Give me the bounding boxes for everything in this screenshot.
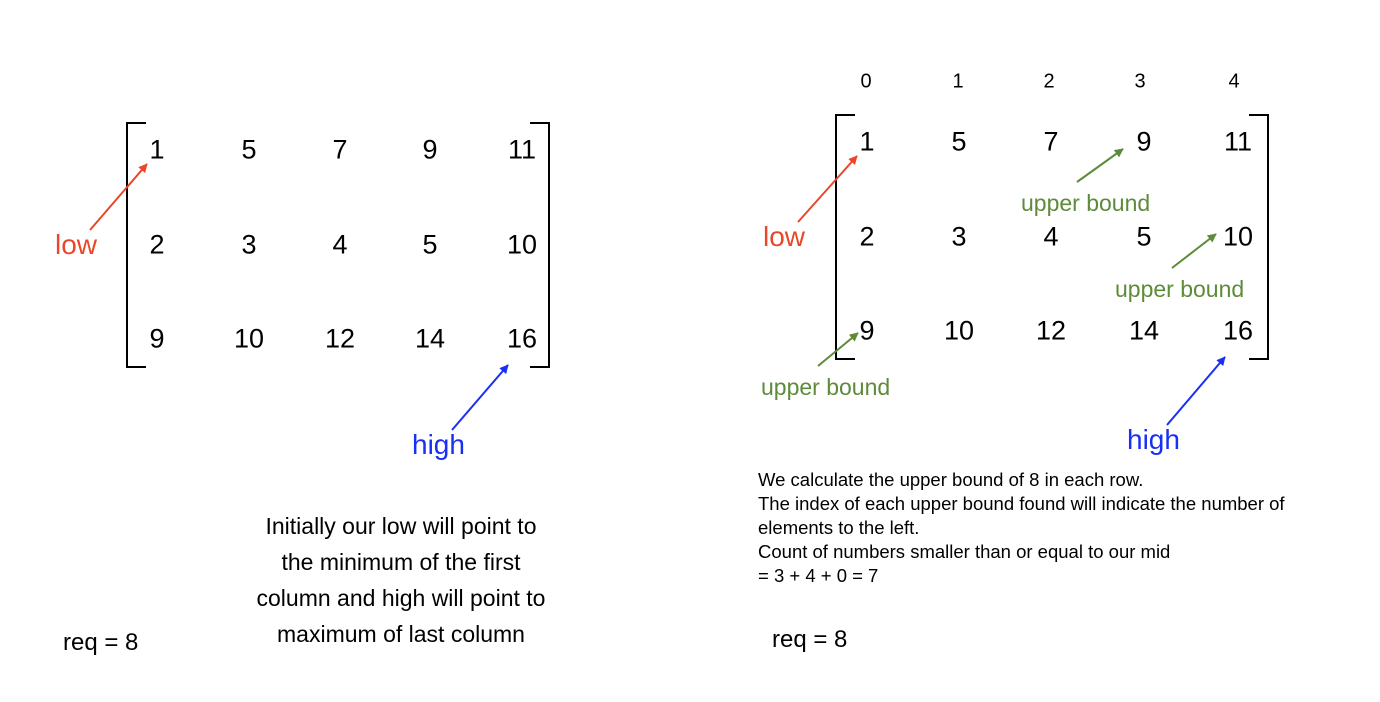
column-index: 0 bbox=[860, 70, 872, 93]
left-matrix-cell: 4 bbox=[332, 229, 348, 260]
left-matrix-cell: 14 bbox=[414, 323, 446, 354]
right-matrix-cell: 12 bbox=[1035, 315, 1067, 346]
left-matrix-cell: 3 bbox=[241, 229, 257, 260]
right-matrix-cell: 4 bbox=[1043, 221, 1059, 252]
right-matrix-cell: 10 bbox=[1222, 221, 1254, 252]
explanation-line: = 3 + 4 + 0 = 7 bbox=[758, 565, 879, 586]
right-matrix-cell: 3 bbox=[951, 221, 967, 252]
right-bracket-right bbox=[1249, 114, 1269, 360]
upper-bound-arrow-row2 bbox=[1171, 233, 1217, 269]
left-matrix-cell: 10 bbox=[506, 229, 538, 260]
explanation-line: Count of numbers smaller than or equal t… bbox=[758, 541, 1171, 562]
left-req-label: req = 8 bbox=[63, 629, 139, 656]
right-low-label: low bbox=[763, 221, 806, 252]
right-matrix-cell: 9 bbox=[859, 315, 875, 346]
left-matrix-cell: 12 bbox=[324, 323, 356, 354]
right-explanation: We calculate the upper bound of 8 in eac… bbox=[758, 468, 1318, 588]
left-matrix-cell: 7 bbox=[332, 134, 348, 165]
left-high-label: high bbox=[412, 429, 465, 460]
left-matrix-cell: 10 bbox=[233, 323, 265, 354]
left-bracket-right bbox=[530, 122, 550, 368]
left-description-line: Initially our low will point to bbox=[265, 513, 537, 539]
right-high-arrow bbox=[1166, 356, 1226, 426]
right-high-label: high bbox=[1127, 424, 1180, 455]
right-low-arrow bbox=[797, 155, 858, 223]
explanation-line: The index of each upper bound found will… bbox=[758, 493, 1285, 538]
right-matrix-cell: 9 bbox=[1136, 126, 1152, 157]
explanation-line: We calculate the upper bound of 8 in eac… bbox=[758, 469, 1144, 490]
upper-bound-arrow-row3 bbox=[817, 332, 859, 367]
right-matrix-cell: 11 bbox=[1223, 126, 1253, 157]
upper-bound-label-row2: upper bound bbox=[1115, 276, 1245, 302]
left-matrix-cell: 1 bbox=[149, 134, 165, 165]
left-matrix-cell: 5 bbox=[422, 229, 438, 260]
left-description-line: maximum of last column bbox=[277, 621, 525, 647]
left-high-arrow bbox=[451, 364, 509, 431]
column-index: 3 bbox=[1134, 70, 1146, 93]
left-matrix-cell: 9 bbox=[149, 323, 165, 354]
left-description: Initially our low will point to the mini… bbox=[220, 508, 582, 652]
right-matrix-cell: 1 bbox=[859, 126, 875, 157]
column-index: 4 bbox=[1228, 70, 1240, 93]
column-index: 1 bbox=[952, 70, 964, 93]
left-matrix-cell: 5 bbox=[241, 134, 257, 165]
left-description-line: the minimum of the first bbox=[281, 549, 521, 575]
right-matrix-cell: 10 bbox=[943, 315, 975, 346]
upper-bound-arrow-row1 bbox=[1076, 148, 1124, 183]
upper-bound-label-row1: upper bound bbox=[1021, 190, 1151, 216]
left-low-label: low bbox=[55, 229, 98, 260]
right-matrix-cell: 16 bbox=[1222, 315, 1254, 346]
right-req-label: req = 8 bbox=[772, 626, 848, 653]
left-matrix-cell: 16 bbox=[506, 323, 538, 354]
left-matrix-cell: 2 bbox=[149, 229, 165, 260]
right-matrix-cell: 14 bbox=[1128, 315, 1160, 346]
upper-bound-label-row3: upper bound bbox=[761, 374, 891, 400]
right-matrix-cell: 7 bbox=[1043, 126, 1059, 157]
right-matrix-cell: 2 bbox=[859, 221, 875, 252]
left-bracket-left bbox=[126, 122, 146, 368]
column-index: 2 bbox=[1043, 70, 1055, 93]
left-low-arrow bbox=[89, 163, 148, 231]
right-matrix-cell: 5 bbox=[1136, 221, 1152, 252]
left-matrix-cell: 9 bbox=[422, 134, 438, 165]
right-matrix-cell: 5 bbox=[951, 126, 967, 157]
right-bracket-left bbox=[835, 114, 855, 360]
left-matrix-cell: 11 bbox=[507, 134, 537, 165]
left-description-line: column and high will point to bbox=[256, 585, 546, 611]
